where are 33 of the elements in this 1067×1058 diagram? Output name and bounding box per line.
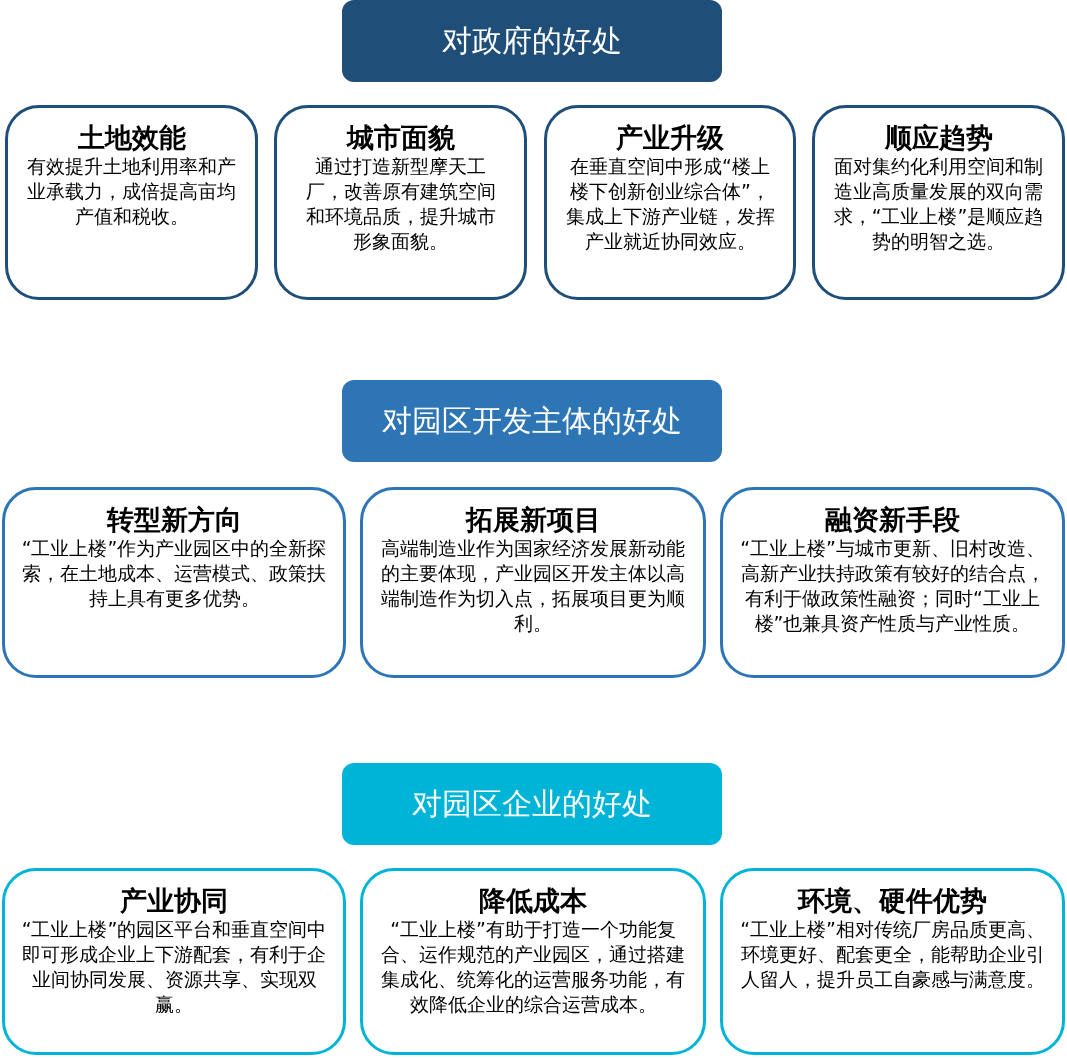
benefit-card	[544, 105, 796, 300]
card-text: “工业上楼”作为产业园区中的全新探索，在土地成本、运营模式、政策扶持上具有更多优势。	[20, 536, 328, 611]
section-banner: 对园区企业的好处	[342, 763, 722, 845]
card-text: 高端制造业作为国家经济发展新动能的主要体现，产业园区开发主体以高端制造作为切入点，拓展项目更为顺利。	[380, 536, 686, 636]
card-text: “工业上楼”与城市更新、旧村改造、高新产业扶持政策有较好的结合点，有利于做政策性融资；同时“工业上楼”也兼具资产性质与产业性质。	[739, 536, 1046, 636]
benefit-card	[720, 487, 1065, 678]
card-text: 面对集约化利用空间和制造业高质量发展的双向需求，“工业上楼”是顺应趋势的明智之选。	[833, 154, 1044, 254]
card-heading: 城市面貌	[346, 122, 455, 154]
benefit-card	[2, 868, 346, 1055]
benefit-card	[5, 105, 258, 300]
benefit-card	[360, 868, 706, 1055]
card-heading: 产业升级	[616, 122, 724, 154]
card-heading: 产业协同	[120, 885, 228, 917]
card-text: 通过打造新型摩天工厂，改善原有建筑空间和环境品质，提升城市形象面貌。	[304, 154, 497, 254]
card-heading: 环境、硬件优势	[798, 885, 987, 917]
benefit-card	[812, 105, 1065, 300]
card-text: “工业上楼”相对传统厂房品质更高、环境更好、配套更全，能帮助企业引人留人，提升员工自豪感与满意度。	[739, 917, 1046, 992]
section-banner: 对园区开发主体的好处	[342, 380, 722, 462]
card-text: “工业上楼”有助于打造一个功能复合、运作规范的产业园区，通过搭建集成化、统筹化的运营服务功能，有效降低企业的综合运营成本。	[380, 917, 686, 1017]
card-text: 在垂直空间中形成“楼上楼下创新创业综合体”，集成上下游产业链，发挥产业就近协同效应。	[565, 154, 775, 254]
benefit-card	[2, 487, 346, 678]
benefit-card	[720, 868, 1065, 1055]
card-heading: 降低成本	[479, 885, 587, 917]
benefit-card	[360, 487, 706, 678]
card-heading: 转型新方向	[106, 504, 242, 536]
benefit-card	[274, 105, 527, 300]
card-text: 有效提升土地利用率和产业承载力，成倍提高亩均产值和税收。	[26, 154, 237, 229]
card-heading: 拓展新项目	[465, 504, 601, 536]
card-heading: 融资新手段	[825, 504, 960, 536]
card-heading: 顺应趋势	[884, 122, 993, 154]
section-banner: 对政府的好处	[342, 0, 722, 82]
card-text: “工业上楼”的园区平台和垂直空间中即可形成企业上下游配套，有利于企业间协同发展、资源共享、实现双赢。	[20, 917, 328, 1017]
card-heading: 土地效能	[77, 122, 186, 154]
